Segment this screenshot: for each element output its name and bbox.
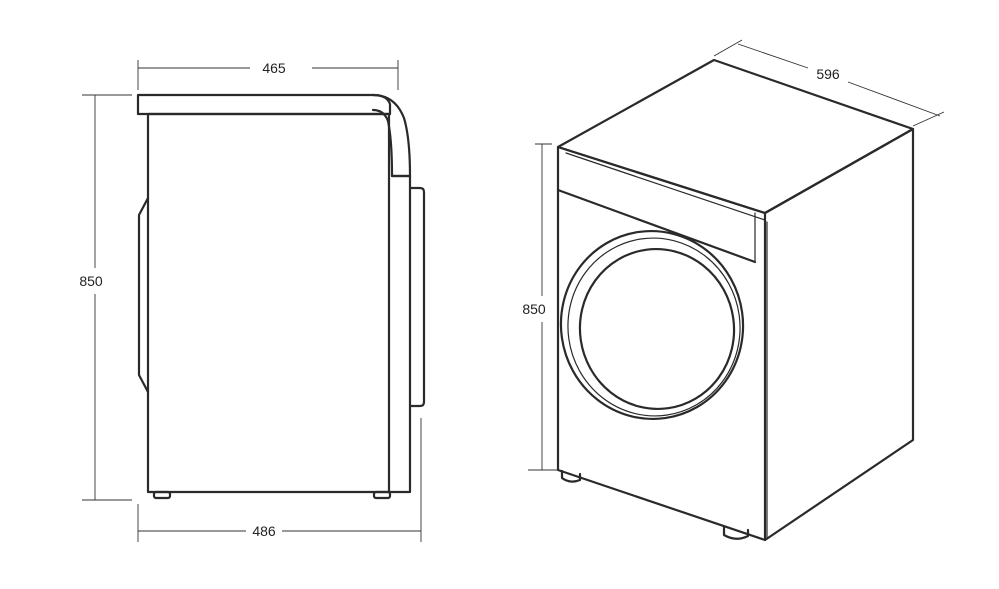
side-body (146, 112, 391, 494)
side-front-panel (371, 93, 412, 178)
dim-side-bottom-depth: 486 (252, 523, 276, 539)
side-foot-rear (152, 490, 172, 500)
iso-foot-left (560, 469, 582, 483)
iso-control-panel-line (556, 188, 757, 264)
side-worktop (136, 93, 392, 116)
iso-top-face (556, 58, 915, 215)
iso-side-face (763, 127, 915, 542)
iso-foot-right (722, 525, 750, 540)
side-back-bulge (137, 196, 150, 394)
side-view: 465 850 486 (79, 60, 426, 542)
side-foot-front (372, 490, 392, 500)
dim-iso-width: 596 (816, 66, 840, 82)
iso-door-outer (559, 229, 745, 421)
dim-side-top-depth: 465 (262, 60, 286, 76)
side-door (408, 186, 426, 408)
iso-view: 596 850 (522, 39, 945, 542)
side-front-lower (387, 174, 412, 494)
dim-side-height: 850 (79, 273, 103, 289)
iso-door-glass (578, 247, 736, 411)
dim-iso-height: 850 (522, 301, 546, 317)
iso-door-mid (567, 237, 741, 417)
